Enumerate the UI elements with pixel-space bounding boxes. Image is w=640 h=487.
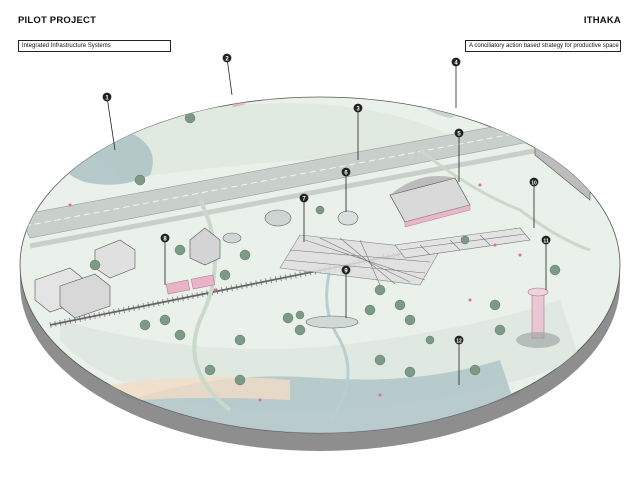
site-subtitle-box: A conciliatory action based strategy for… xyxy=(465,40,621,52)
svg-text:10: 10 xyxy=(531,181,537,187)
svg-text:1: 1 xyxy=(105,96,109,102)
svg-text:11: 11 xyxy=(543,239,549,245)
marker-4: 4 xyxy=(451,57,461,108)
marker-11: 11 xyxy=(541,235,551,290)
trees xyxy=(89,97,561,386)
side-road xyxy=(29,143,561,249)
marker-7: 7 xyxy=(299,193,309,242)
beach-sand xyxy=(110,376,290,402)
footpath-2 xyxy=(325,269,350,421)
markers: 1 2 3 4 5 6 7 8 9 10 11 12 xyxy=(102,53,551,385)
svg-text:5: 5 xyxy=(457,132,461,138)
hangar-building xyxy=(389,176,471,228)
tower-structure xyxy=(516,287,560,348)
marker-5: 5 xyxy=(454,128,464,182)
round-platform xyxy=(222,232,242,244)
svg-text:12: 12 xyxy=(456,339,462,345)
pink-accents xyxy=(68,183,522,402)
svg-text:4: 4 xyxy=(454,61,458,67)
project-title: PILOT PROJECT xyxy=(18,15,97,26)
marker-6: 6 xyxy=(341,167,351,212)
svg-text:7: 7 xyxy=(302,197,306,203)
marker-1: 1 xyxy=(102,92,116,151)
svg-text:3: 3 xyxy=(356,107,360,113)
svg-text:8: 8 xyxy=(163,237,167,243)
marker-10: 10 xyxy=(529,177,539,228)
meadow-north xyxy=(90,103,470,180)
footpath-3 xyxy=(419,148,591,252)
project-subtitle-box: Integrated Infrastructure Systems xyxy=(18,40,171,52)
svg-text:6: 6 xyxy=(344,171,348,177)
marker-9: 9 xyxy=(341,265,351,318)
pavilion-6 xyxy=(337,210,359,226)
round-pavilion xyxy=(264,209,292,227)
houses-left xyxy=(34,227,221,319)
highway-lane xyxy=(24,126,551,227)
marker-3: 3 xyxy=(353,103,363,160)
marker-12: 12 xyxy=(454,335,464,385)
site-title: ITHAKA xyxy=(583,15,621,26)
pavilion-9 xyxy=(305,315,359,329)
marker-2: 2 xyxy=(222,53,233,96)
svg-text:2: 2 xyxy=(225,57,229,63)
marker-8: 8 xyxy=(160,233,170,285)
svg-text:9: 9 xyxy=(344,269,348,275)
train-cars xyxy=(165,274,216,295)
